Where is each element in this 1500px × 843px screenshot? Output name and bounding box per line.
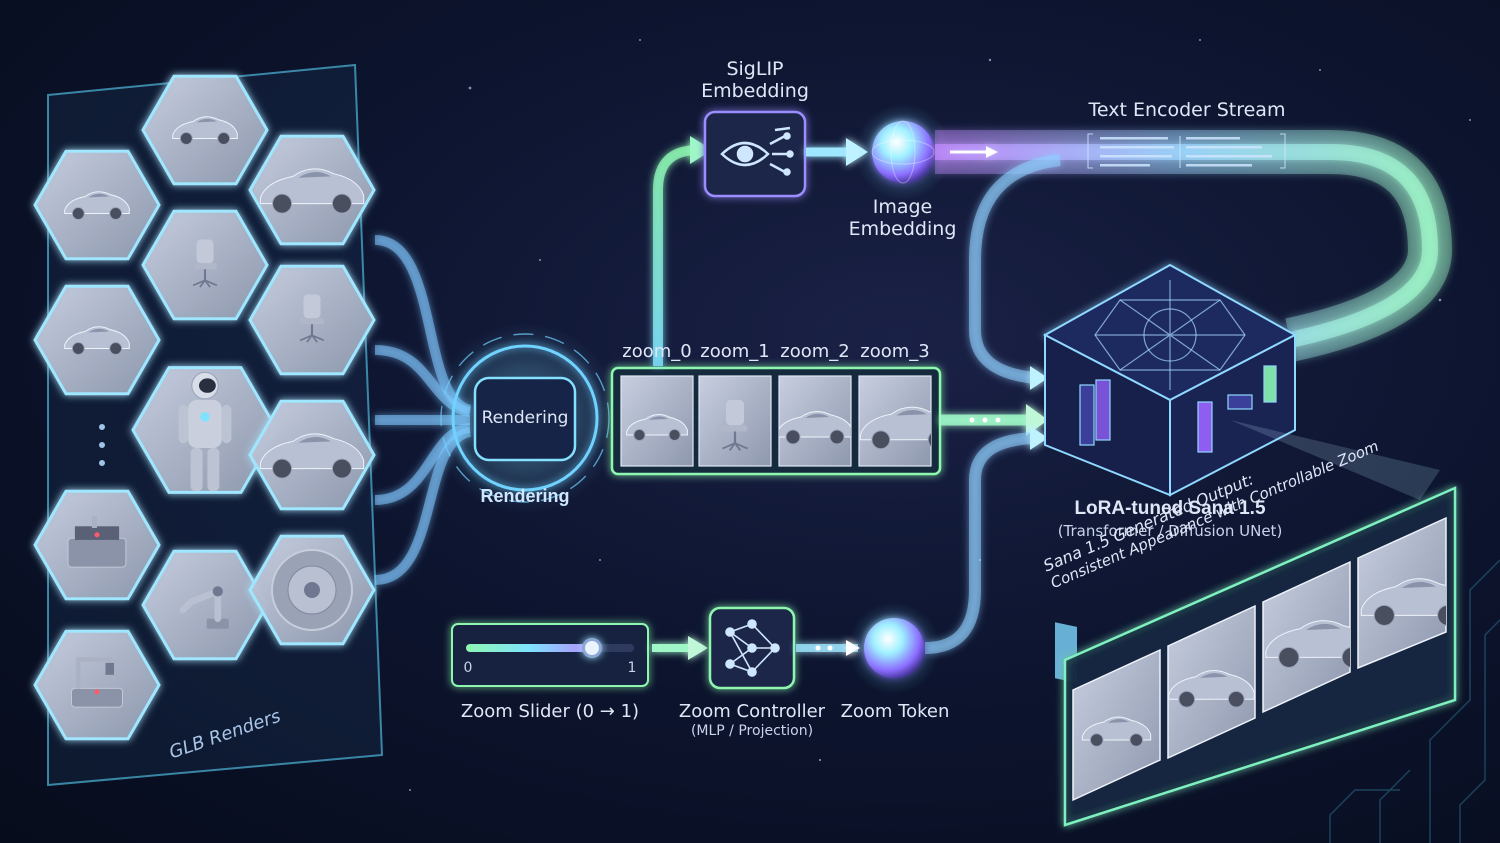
zoom-controller-sublabel: (MLP / Projection)	[690, 723, 814, 739]
hex-tile-3d-printer	[33, 629, 161, 741]
hex-tile-laser-cutter	[33, 489, 161, 601]
siglip-embedding-title: Embedding	[701, 80, 809, 102]
hex-tile-robot-arm	[141, 549, 269, 661]
circuit-traces	[1329, 559, 1500, 843]
output-thumb-3	[1357, 516, 1447, 670]
output-thumb-1	[1167, 604, 1256, 760]
hex-tile-astronaut	[131, 366, 279, 494]
lora-sana-model-cube	[1042, 263, 1440, 683]
rendering-node	[430, 323, 620, 513]
siglip-box	[703, 110, 807, 198]
zoom-label-1: zoom_1	[700, 341, 770, 362]
siglip-title: SigLIP	[726, 58, 784, 80]
output-thumb-2	[1262, 560, 1351, 714]
zoom-slider-widget	[451, 623, 649, 687]
text-encoder-stream-label: Text Encoder Stream	[1088, 99, 1286, 121]
zoom-label-3: zoom_3	[860, 341, 930, 362]
network-icon	[725, 619, 780, 677]
zoom-label-0: zoom_0	[622, 341, 692, 362]
slider-to-controller-arrow	[652, 636, 708, 660]
zoom-token-label: Zoom Token	[840, 701, 950, 722]
zoom-label-2: zoom_2	[780, 341, 850, 362]
lora-subtitle: (Transformer / Diffusion UNet)	[1057, 522, 1283, 540]
zoom-token-to-model-path	[924, 426, 1048, 654]
hex-tile-car	[33, 149, 161, 261]
hex-tile-chair	[248, 264, 376, 376]
output-thumb-0	[1072, 648, 1161, 802]
zoom-slider-label: Zoom Slider (0 → 1)	[460, 701, 640, 722]
zoom-thumb-3	[858, 375, 932, 467]
rendering-box-label: Rendering	[481, 408, 569, 428]
hex-tile-car-closeup	[248, 134, 376, 246]
zoom-thumb-2	[778, 375, 852, 467]
zoom-controller-label: Zoom Controller	[678, 701, 826, 722]
image-embedding-orb	[855, 104, 951, 200]
siglip-label: SigLIP Embedding	[680, 58, 830, 102]
zoom-thumbnails	[620, 375, 932, 467]
lora-title: LoRA-tuned Sana 1.5	[1074, 498, 1266, 519]
zoom-thumb-0	[620, 375, 694, 467]
hex-tile-car	[141, 74, 269, 186]
zoom-slider-thumb[interactable]	[582, 638, 602, 658]
image-embedding-title: Image	[872, 196, 933, 218]
embedding-to-model-path	[969, 154, 1061, 390]
zoom-token-orb	[848, 602, 940, 694]
text-encoder-code-box	[1087, 133, 1286, 169]
slider-min-label: 0	[463, 660, 473, 676]
hex-tile-chair	[141, 209, 269, 321]
zoom-thumb-1	[698, 375, 772, 467]
text-encoder-stream	[935, 130, 1453, 362]
hex-tile-car	[33, 284, 161, 396]
siglip-feed-path	[653, 136, 712, 366]
sphere-icon	[871, 120, 935, 184]
image-embedding-label: Image Embedding	[830, 196, 975, 240]
zoom-controller-box	[708, 606, 796, 690]
eye-icon	[720, 126, 794, 176]
image-embedding-subtitle: Embedding	[848, 218, 957, 240]
hex-tile-car-closeup	[248, 399, 376, 511]
hex-tile-dots	[99, 424, 105, 466]
slider-max-label: 1	[627, 660, 637, 676]
hex-tile-wheel	[248, 534, 376, 646]
output-thumbnails	[1072, 516, 1447, 802]
hex-grid	[33, 74, 376, 741]
rendering-caption: Rendering	[480, 486, 570, 506]
